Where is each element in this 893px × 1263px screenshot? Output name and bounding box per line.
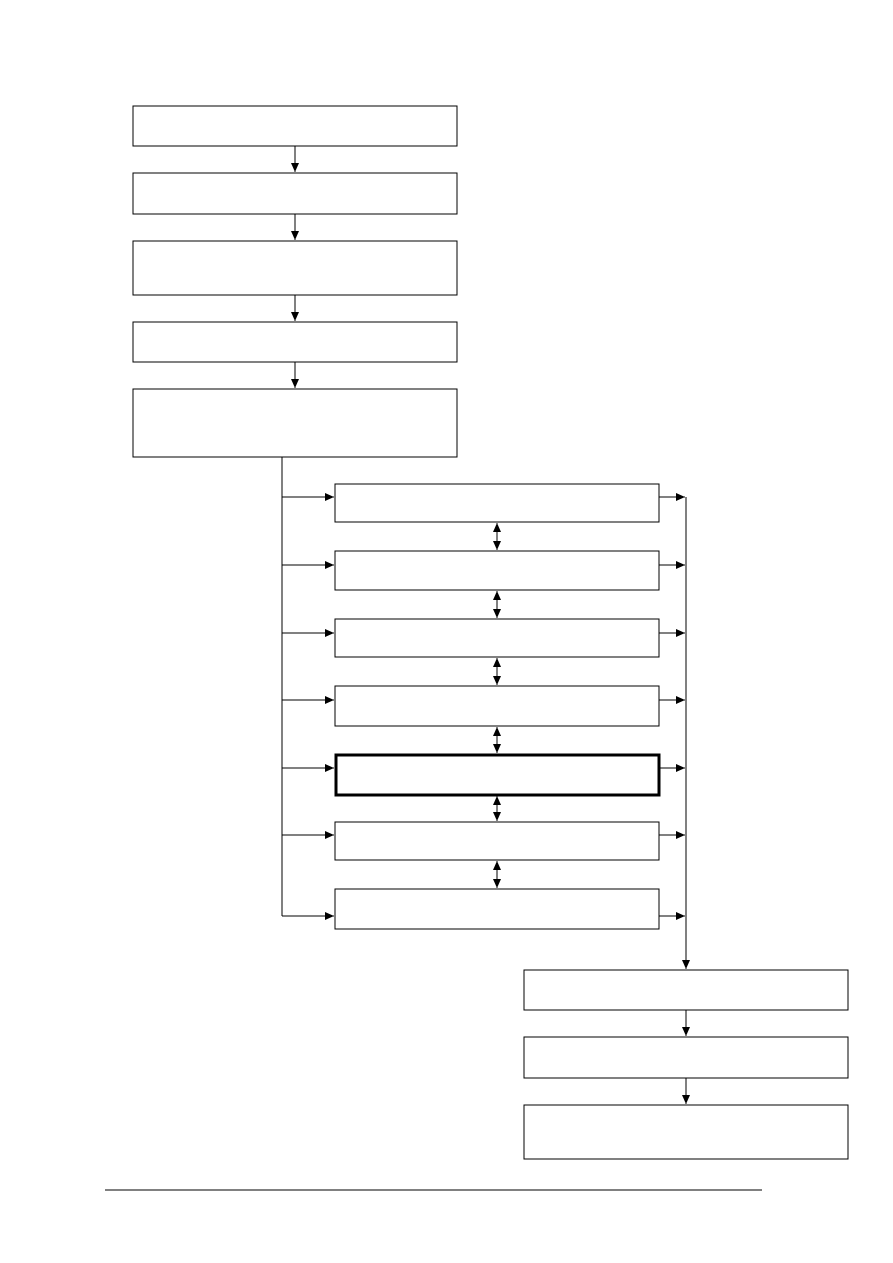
parallel-step-box-6 [334,821,660,861]
top-chain [132,105,458,458]
final-chain [523,969,849,1160]
parallel-step-box-7 [334,888,660,930]
final-step-box-2 [523,1036,849,1079]
parallel-step-box-4 [334,685,660,727]
top-step-box-5 [132,388,458,458]
parallel-step-box-2 [334,550,660,591]
top-step-box-2 [132,172,458,215]
parallel-step-box-1 [334,483,660,523]
top-step-box-1 [132,105,458,147]
parallel-steps [282,483,685,930]
parallel-step-box-5-highlighted [334,753,661,797]
parallel-step-box-3 [334,618,660,658]
top-step-box-3 [132,240,458,296]
top-step-box-4 [132,321,458,363]
final-step-box-3 [523,1104,849,1160]
final-step-box-1 [523,969,849,1011]
